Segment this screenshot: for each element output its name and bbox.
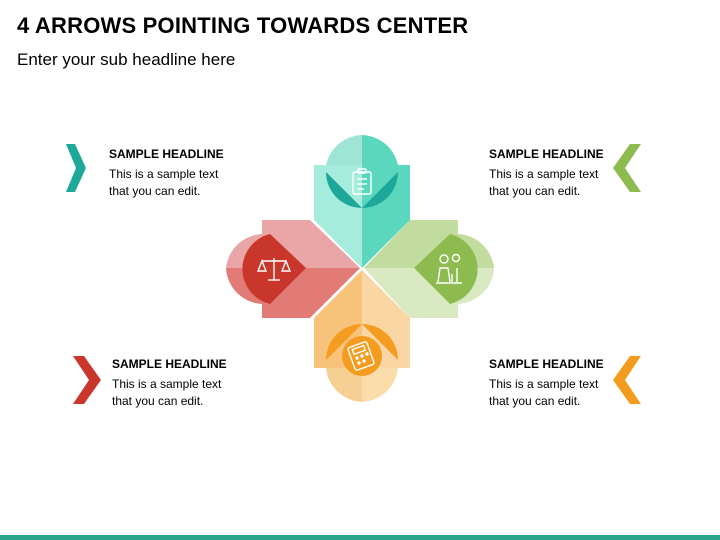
page-title: 4 ARROWS POINTING TOWARDS CENTER [17, 13, 469, 38]
calculator-icon [347, 341, 375, 371]
arrow-right-green [364, 220, 494, 318]
text-block-top-left: SAMPLE HEADLINE This is a sample text th… [109, 146, 249, 200]
arrow-left-red [226, 220, 360, 318]
bottom-accent-bar [0, 535, 720, 540]
chevron-right-icon-red [73, 356, 101, 404]
chevron-left-icon-green [613, 144, 641, 192]
block-headline: SAMPLE HEADLINE [112, 357, 227, 371]
text-block-bottom-right: SAMPLE HEADLINE This is a sample text th… [489, 356, 629, 410]
block-text: This is a sample text that you can edit. [489, 167, 599, 198]
chevron-right-icon-teal [66, 144, 86, 192]
clipboard-icon [352, 168, 372, 195]
growth-chart-icon [436, 253, 462, 284]
block-text: This is a sample text that you can edit. [109, 167, 219, 198]
block-headline: SAMPLE HEADLINE [489, 147, 604, 161]
text-block-bottom-left: SAMPLE HEADLINE This is a sample text th… [112, 356, 252, 410]
block-text: This is a sample text that you can edit. [489, 377, 599, 408]
block-headline: SAMPLE HEADLINE [109, 147, 224, 161]
text-block-top-right: SAMPLE HEADLINE This is a sample text th… [489, 146, 629, 200]
arrow-top-teal [314, 135, 410, 268]
balance-scale-icon [256, 258, 292, 281]
page-subtitle: Enter your sub headline here [17, 50, 236, 69]
chevron-left-icon-orange [613, 356, 641, 404]
arrow-bottom-orange [314, 270, 410, 402]
block-text: This is a sample text that you can edit. [112, 377, 222, 408]
block-headline: SAMPLE HEADLINE [489, 357, 604, 371]
